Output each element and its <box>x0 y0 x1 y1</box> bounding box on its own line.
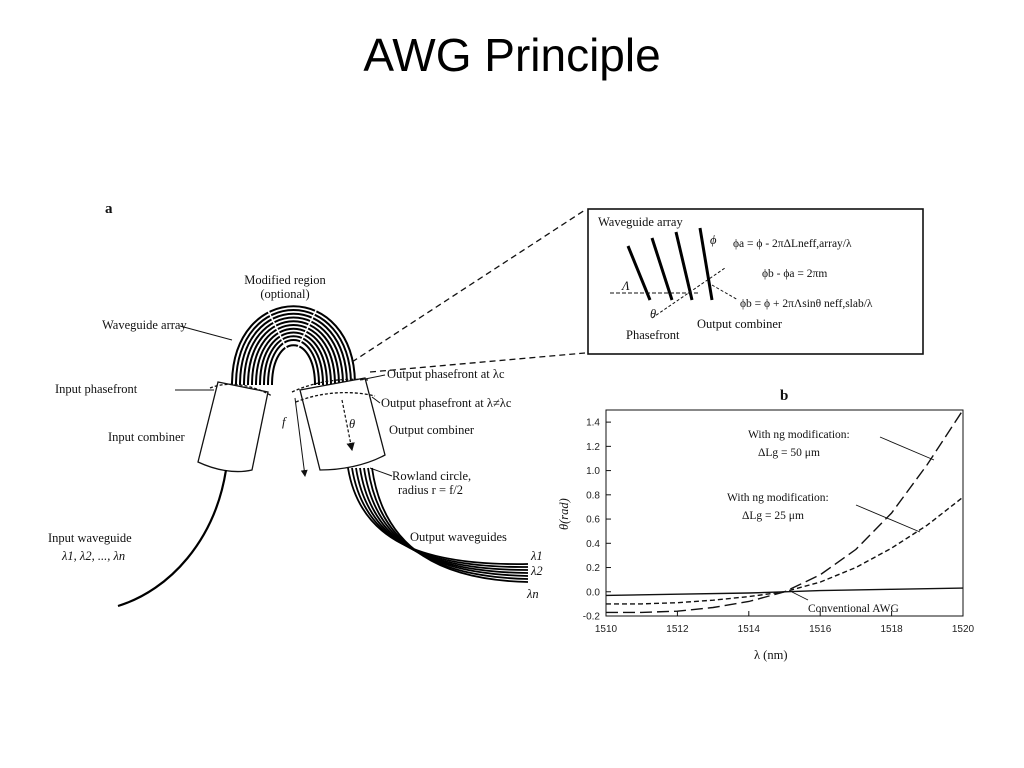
x-tick-label: 1518 <box>880 624 903 635</box>
input-combiner-slab <box>197 381 269 473</box>
y-axis-label: θ(rad) <box>557 498 571 530</box>
modified-region-label: Modified region <box>244 273 326 287</box>
input-waveguide-label: Input waveguide <box>48 531 132 545</box>
rowland-radius-label: radius r = f/2 <box>398 483 463 497</box>
y-tick-label: 1.4 <box>586 418 600 429</box>
y-tick-label: 1.0 <box>586 466 600 477</box>
inset-theta: θ <box>650 307 656 321</box>
phase-inset: Waveguide array ϕ ϕa = ϕ - 2πΔLneff,arra… <box>587 208 924 355</box>
theta-direction-arrow <box>341 399 355 452</box>
x-tick-label: 1510 <box>595 624 618 635</box>
annotation-ng25-leader <box>855 504 921 533</box>
focal-length-label: f <box>282 415 287 429</box>
output-phasefront-nc <box>295 391 376 403</box>
plot-area-frame <box>605 409 964 617</box>
annotation-ng25-line2: ΔLg = 25 μm <box>742 510 804 522</box>
y-tick-label: -0.2 <box>583 612 601 623</box>
rowland-leader <box>369 467 393 477</box>
inset-eq-a: ϕa = ϕ - 2πΔLneff,array/λ <box>733 238 852 250</box>
inset-waveguides <box>626 227 714 301</box>
inset-eq-b: ϕb = ϕ + 2πΛsinθ neff,slab/λ <box>740 298 873 310</box>
input-phasefront-line <box>209 383 273 397</box>
input-waveguide <box>117 469 228 608</box>
awg-schematic: a Modified region (optional) Waveguide a… <box>48 201 543 608</box>
rowland-circle-label: Rowland circle, <box>392 469 471 483</box>
inset-lambda-cap: Λ <box>621 279 630 293</box>
annotation-ng50-line1: With ng modification: <box>748 429 850 441</box>
focal-length-arrow <box>294 397 308 477</box>
y-tick-label: 0.8 <box>586 490 600 501</box>
output-phasefront-c-leader <box>359 374 386 381</box>
x-axis: 1510 1512 1514 1516 1518 1520 <box>595 611 975 635</box>
output-lambda-2: λ2 <box>530 564 543 578</box>
waveguide-array-leader <box>179 325 233 341</box>
output-phasefront-nc-leader <box>371 396 381 404</box>
input-combiner-label: Input combiner <box>108 430 186 444</box>
annotation-ng50-line2: ΔLg = 50 μm <box>758 447 820 459</box>
y-tick-label: 0.2 <box>586 563 600 574</box>
y-tick-label: 0.4 <box>586 539 600 550</box>
inset-output-combiner-label: Output combiner <box>697 317 783 331</box>
output-combiner-slab <box>299 377 386 471</box>
output-waveguides-label: Output waveguides <box>410 530 507 544</box>
output-phasefront-c-label: Output phasefront at λc <box>387 367 505 381</box>
inset-eq-mid: ϕb - ϕa = 2πm <box>762 268 827 280</box>
output-waveguides-fan <box>347 467 529 583</box>
y-axis: -0.2 0.0 0.2 0.4 0.6 0.8 1.0 1.2 1.4 <box>583 418 611 623</box>
waveguide-array-label: Waveguide array <box>102 318 187 332</box>
zoom-line-top <box>351 209 586 363</box>
series-group <box>605 409 964 614</box>
inset-phi: ϕ <box>710 233 717 247</box>
output-lambda-1: λ1 <box>530 549 543 563</box>
y-tick-label: 0.0 <box>586 587 600 598</box>
panel-label-a: a <box>105 201 113 217</box>
slide-title: AWG Principle <box>363 29 661 81</box>
series-line-2 <box>606 409 964 614</box>
modified-region-marker <box>261 297 323 361</box>
panel-label-b: b <box>780 388 788 404</box>
input-lambdas: λ1, λ2, ..., λn <box>61 549 125 563</box>
annotation-ng25-line1: With ng modification: <box>727 492 829 504</box>
inset-waveguide-array-label: Waveguide array <box>598 215 683 229</box>
waveguide-array-arches <box>231 305 356 386</box>
x-tick-label: 1516 <box>809 624 832 635</box>
annotation-conventional: Conventional AWG <box>808 603 899 615</box>
annotation-ng50-leader <box>879 436 935 461</box>
output-lambda-n: λn <box>526 587 539 601</box>
modified-region-note: (optional) <box>260 287 309 301</box>
y-tick-label: 1.2 <box>586 442 600 453</box>
x-tick-label: 1512 <box>666 624 689 635</box>
inset-output-line <box>711 284 739 301</box>
output-combiner-label: Output combiner <box>389 423 475 437</box>
theta-label: θ <box>349 417 355 431</box>
output-phasefront-nc-label: Output phasefront at λ≠λc <box>381 396 512 410</box>
x-tick-label: 1514 <box>738 624 761 635</box>
annotation-conventional-leader <box>791 591 809 601</box>
inset-phasefront-label: Phasefront <box>626 328 680 342</box>
x-axis-label: λ (nm) <box>754 648 787 662</box>
x-tick-label: 1520 <box>952 624 975 635</box>
input-phasefront-label: Input phasefront <box>55 382 138 396</box>
zoom-line-bottom <box>369 352 586 373</box>
y-tick-label: 0.6 <box>586 515 600 526</box>
